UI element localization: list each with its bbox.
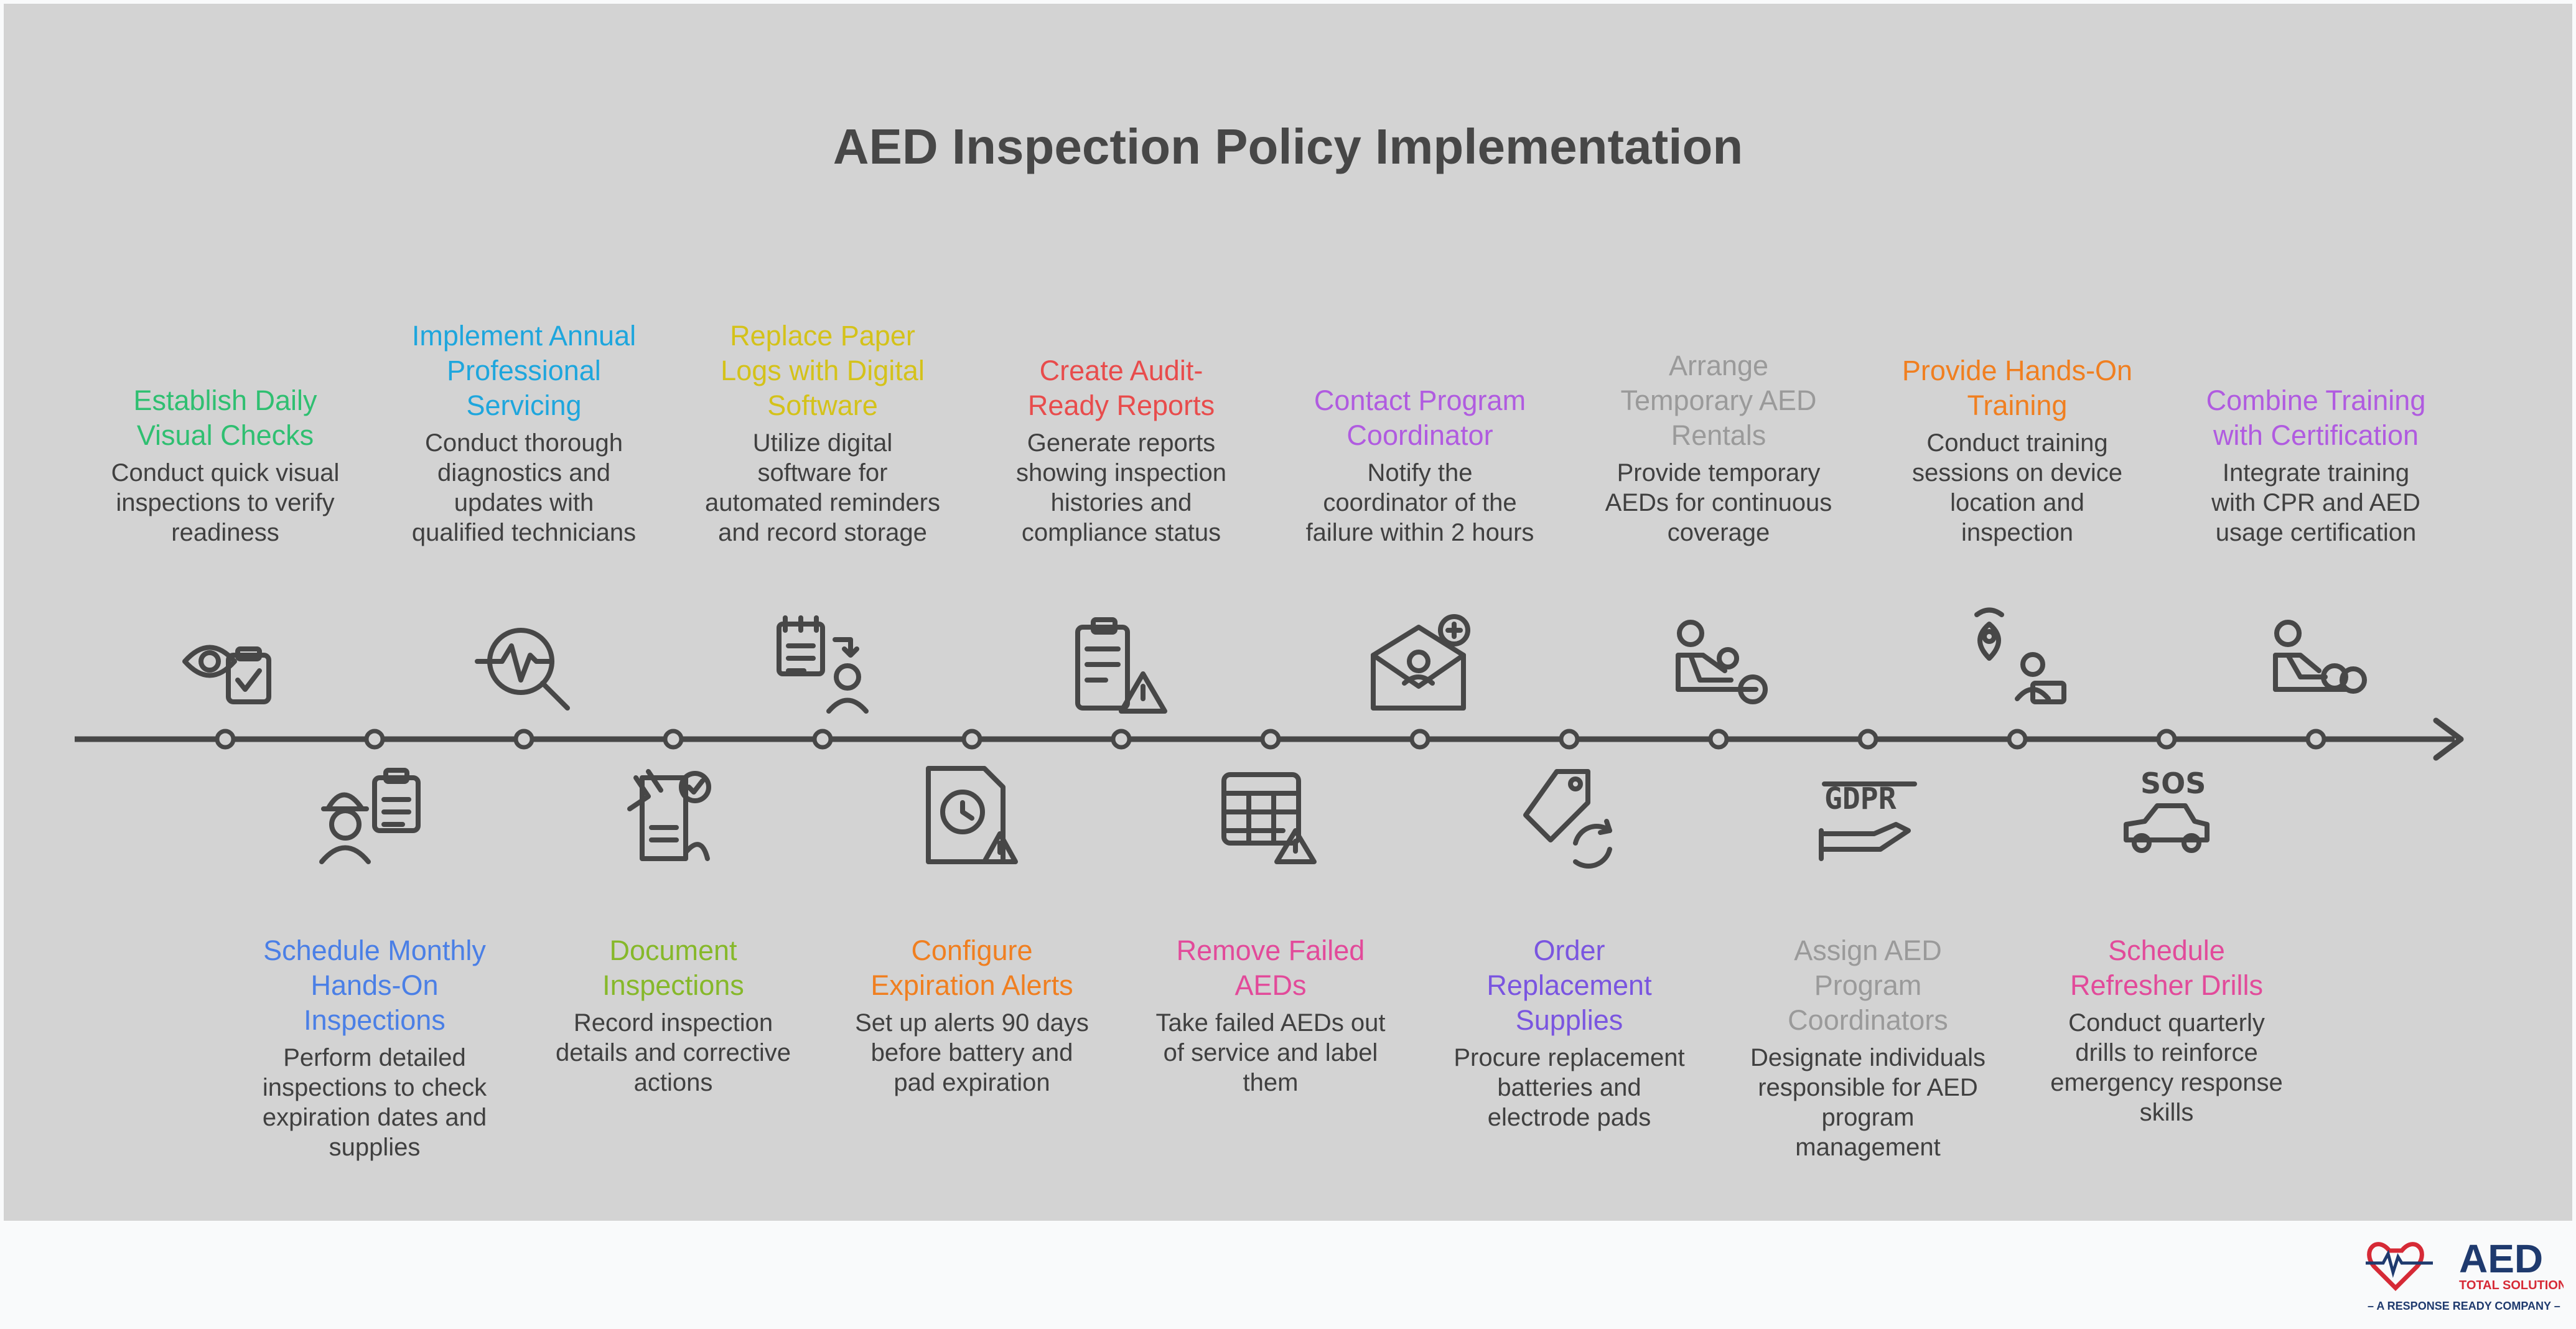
step-title: Combine Training with Certification	[2206, 385, 2426, 451]
page-title: AED Inspection Policy Implementation	[833, 119, 1743, 174]
timeline-arrowhead	[2433, 717, 2464, 761]
company-logo: AED TOTAL SOLUTION – A RESPONSE READY CO…	[2364, 1232, 2567, 1319]
step-title: Arrange Temporary AED Rentals	[1620, 350, 1817, 451]
gdpr-hand-icon: GDPR	[1819, 781, 1917, 861]
timeline-node	[812, 729, 833, 750]
timeline-step: Replace Paper Logs with Digital Software…	[704, 319, 941, 548]
step-description: Record inspection details and corrective…	[556, 1009, 791, 1096]
step-title: Replace Paper Logs with Digital Software	[721, 320, 925, 421]
step-title: Remove Failed AEDs	[1176, 935, 1365, 1001]
step-description: Conduct training sessions on device loca…	[1912, 429, 2122, 546]
envelope-contact-icon	[1371, 614, 1470, 711]
step-description: Perform detailed inspections to check ex…	[262, 1044, 487, 1161]
logo-name: AED	[2459, 1236, 2543, 1281]
document-checklist-icon	[627, 769, 711, 861]
step-title: Establish Daily Visual Checks	[133, 385, 317, 451]
step-description: Take failed AEDs out of service and labe…	[1155, 1009, 1386, 1096]
timeline-node	[1708, 729, 1729, 750]
step-title: Schedule Refresher Drills	[2070, 935, 2264, 1001]
step-title: Provide Hands-On Training	[1902, 355, 2133, 421]
step-description: Set up alerts 90 days before battery and…	[855, 1009, 1089, 1096]
svg-text:SOS: SOS	[2140, 767, 2206, 800]
timeline-node	[961, 729, 982, 750]
logo-tagline: – A RESPONSE READY COMPANY –	[2368, 1300, 2560, 1312]
step-title: Create Audit-Ready Reports	[1027, 355, 1215, 421]
step-title: Order Replacement Supplies	[1486, 935, 1652, 1036]
sos-car-icon: SOS	[2124, 767, 2210, 853]
step-title: Schedule Monthly Hands-On Inspections	[263, 935, 486, 1036]
timeline-node	[364, 729, 385, 750]
tag-refresh-icon	[1523, 769, 1612, 869]
step-title: Document Inspections	[602, 935, 744, 1001]
step-title: Contact Program Coordinator	[1314, 385, 1526, 451]
step-title: Assign AED Program Coordinators	[1788, 935, 1948, 1036]
eye-clipboard-icon	[182, 645, 271, 704]
timeline-node	[2007, 729, 2028, 750]
timeline-node	[513, 729, 534, 750]
timeline-node	[1409, 729, 1430, 750]
step-description: Conduct thorough diagnostics and updates…	[411, 429, 637, 546]
step-description: Generate reports showing inspection hist…	[1016, 429, 1226, 546]
timeline-node	[663, 729, 684, 750]
svg-text:GDPR: GDPR	[1824, 781, 1897, 816]
report-warning-icon	[1075, 617, 1167, 714]
step-description: Utilize digital software for automated r…	[705, 429, 940, 546]
clock-alert-document-icon	[926, 766, 1018, 864]
cpr-person-icon	[1676, 620, 1768, 704]
location-person-icon	[1974, 607, 2066, 704]
step-description: Provide temporary AEDs for continuous co…	[1605, 459, 1832, 546]
diagnostics-magnifier-icon	[475, 628, 570, 711]
step-description: Conduct quick visual inspections to veri…	[111, 459, 340, 546]
timeline-node	[1857, 729, 1878, 750]
table-warning-icon	[1221, 772, 1317, 864]
step-title: Implement Annual Professional Servicing	[411, 320, 637, 421]
timeline-node	[2156, 729, 2177, 750]
step-description: Integrate training with CPR and AED usag…	[2211, 459, 2420, 546]
step-description: Procure replacement batteries and electr…	[1454, 1044, 1685, 1131]
timeline-node	[1559, 729, 1580, 750]
timeline-node	[2305, 729, 2326, 750]
timeline-node	[1111, 729, 1132, 750]
timeline-node	[215, 729, 236, 750]
heartbeat-line	[2366, 1249, 2433, 1278]
step-title: Configure Expiration Alerts	[870, 935, 1073, 1001]
diagram-panel	[4, 4, 2572, 1221]
cpr-training-icon	[2273, 620, 2367, 694]
step-description: Notify the coordinator of the failure wi…	[1305, 459, 1534, 546]
timeline-node	[1260, 729, 1281, 750]
step-description: Conduct quarterly drills to reinforce em…	[2050, 1009, 2283, 1126]
logo-subtitle: TOTAL SOLUTION	[2459, 1279, 2564, 1292]
step-description: Designate individuals responsible for AE…	[1750, 1044, 1986, 1161]
technician-clipboard-icon	[319, 768, 421, 864]
heart-logo-icon	[2367, 1242, 2424, 1291]
digital-log-icon	[777, 615, 869, 714]
